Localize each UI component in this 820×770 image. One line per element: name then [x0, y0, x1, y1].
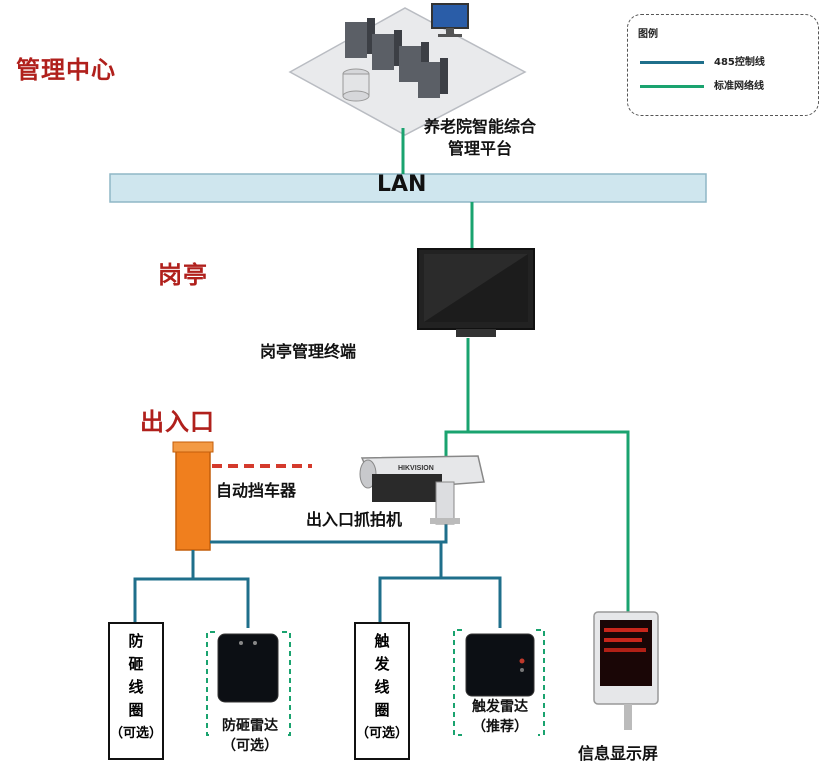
- link-camera-trigger-radar: [441, 576, 502, 628]
- link-barrier-anti-coil: [133, 550, 195, 622]
- database-icon: [342, 68, 370, 102]
- terminal-monitor-icon: [417, 248, 535, 337]
- anti-coil-char: 圈: [128, 701, 144, 719]
- barrier-gate-icon: [172, 441, 214, 551]
- anti-radar-label-line2: （可选）: [222, 738, 278, 754]
- anti-coil-char: 线: [128, 678, 144, 696]
- platform-label-line1: 养老院智能综合: [424, 117, 537, 136]
- legend: 图例 485控制线 标准网络线: [627, 14, 819, 116]
- zone-booth: 岗亭: [158, 261, 208, 289]
- anti-smash-radar-icon: [217, 633, 279, 703]
- link-barrier-anti-radar: [193, 577, 250, 628]
- terminal-label: 岗亭管理终端: [260, 342, 357, 361]
- legend-swatch-network: [640, 84, 704, 88]
- trigger-coil-box: 触 发 线 圈 （可选）: [354, 622, 410, 760]
- barrier-label: 自动挡车器: [216, 481, 297, 500]
- legend-swatch-485: [640, 60, 704, 64]
- trigger-radar-label: 触发雷达 （推荐）: [462, 697, 538, 737]
- trigger-coil-char: 圈: [374, 701, 390, 719]
- link-switch-display: [444, 430, 630, 612]
- legend-label-network: 标准网络线: [714, 81, 764, 92]
- trigger-radar-label-line2: （推荐）: [472, 719, 528, 735]
- trigger-coil-note: （可选）: [356, 726, 409, 741]
- camera-brand: HIKVISION: [398, 465, 434, 472]
- radar-bracket-trigger: [453, 629, 545, 736]
- anti-smash-coil-box: 防 砸 线 圈 （可选）: [108, 622, 164, 760]
- zone-entrance: 出入口: [140, 408, 215, 436]
- legend-label-485: 485控制线: [714, 57, 765, 68]
- lan-label: LAN: [377, 172, 427, 197]
- anti-coil-char: 砸: [128, 655, 144, 673]
- trigger-coil-char: 线: [374, 678, 390, 696]
- zone-management: 管理中心: [16, 56, 116, 84]
- anti-coil-char: 防: [128, 632, 144, 650]
- info-display-icon: [593, 611, 659, 730]
- legend-item-network: 标准网络线: [640, 77, 764, 92]
- trigger-coil-char: 触: [374, 632, 390, 650]
- server-icon: [345, 18, 448, 98]
- link-barrier-camera: [210, 520, 448, 544]
- lan-bus: [109, 173, 707, 203]
- display-label: 信息显示屏: [578, 744, 659, 763]
- link-camera-trigger-coil: [378, 542, 443, 622]
- anti-radar-label-line1: 防砸雷达: [222, 718, 278, 734]
- capture-camera-icon: [359, 455, 485, 525]
- anti-coil-note: （可选）: [110, 726, 163, 741]
- trigger-radar-label-line1: 触发雷达: [472, 699, 528, 715]
- radar-bracket-anti: [206, 631, 291, 736]
- platform-label-line2: 管理平台: [448, 139, 513, 158]
- legend-title: 图例: [638, 29, 658, 40]
- anti-radar-label: 防砸雷达 （可选）: [212, 716, 288, 756]
- platform-label: 养老院智能综合 管理平台: [424, 116, 536, 160]
- camera-label: 出入口抓拍机: [306, 510, 403, 529]
- legend-item-485: 485控制线: [640, 53, 765, 68]
- workstation-monitor-icon: [431, 3, 469, 37]
- trigger-radar-icon: [465, 633, 535, 697]
- trigger-coil-char: 发: [374, 655, 390, 673]
